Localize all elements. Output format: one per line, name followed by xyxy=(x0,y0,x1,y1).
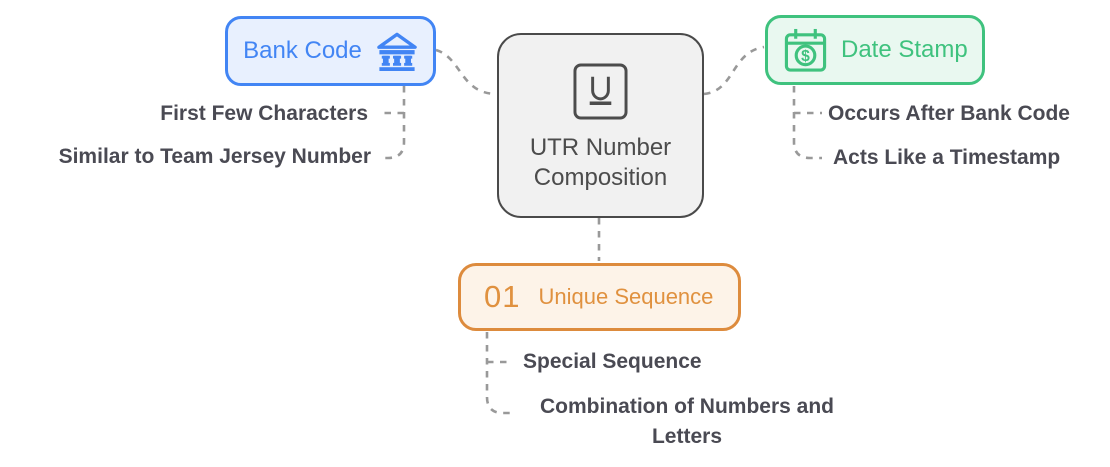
unique-sequence-child-combination-numbers-letters: Combination of Numbers and Letters xyxy=(540,395,834,448)
bank-code-child-similar-to-jersey-number: Similar to Team Jersey Number xyxy=(58,145,371,168)
connector-bank-trunk xyxy=(379,86,406,160)
bank-icon xyxy=(376,32,418,71)
center-node-utr-composition: UTR Number Composition xyxy=(497,33,704,218)
unique-sequence-label: Unique Sequence xyxy=(538,284,714,309)
connector-bank-to-center xyxy=(435,48,497,96)
node-date-stamp: $ Date Stamp xyxy=(765,15,985,85)
bank-code-child-first-few-characters: First Few Characters xyxy=(160,102,368,125)
unique-sequence-number-badge: 01 xyxy=(484,279,521,314)
calendar-dollar-icon: $ xyxy=(783,26,828,74)
bank-code-label: Bank Code xyxy=(243,37,362,64)
node-bank-code: Bank Code xyxy=(225,16,436,86)
svg-text:$: $ xyxy=(801,48,810,65)
connector-center-to-date xyxy=(703,45,765,96)
unique-sequence-child-special-sequence: Special Sequence xyxy=(523,350,702,373)
connector-date-trunk xyxy=(792,86,822,160)
underline-u-icon xyxy=(573,63,628,120)
date-stamp-child-acts-like-timestamp: Acts Like a Timestamp xyxy=(833,146,1061,169)
center-node-title: UTR Number Composition xyxy=(529,133,672,191)
date-stamp-child-occurs-after-bank-code: Occurs After Bank Code xyxy=(828,102,1070,125)
node-unique-sequence: 01 Unique Sequence xyxy=(458,263,741,331)
date-stamp-label: Date Stamp xyxy=(841,36,968,63)
connector-unique-trunk xyxy=(485,332,513,415)
